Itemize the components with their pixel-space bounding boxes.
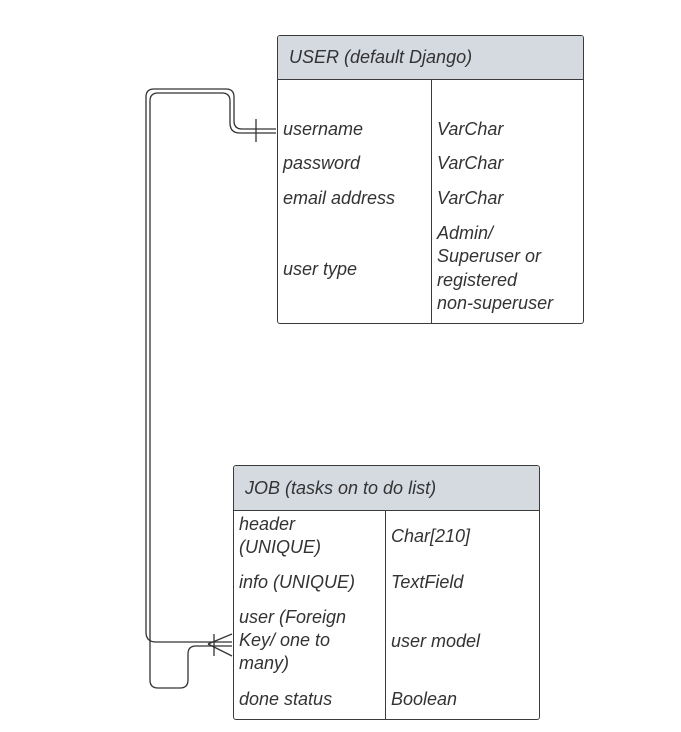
many-crowfoot-top xyxy=(207,633,233,645)
user-type-user-type-line4: non-superuser xyxy=(437,293,554,313)
job-field-header-line1: header xyxy=(239,514,296,534)
user-type-user-type-line3: registered xyxy=(437,270,518,290)
many-crowfoot-bottom xyxy=(207,643,233,657)
job-type-header: Char[210] xyxy=(391,526,471,546)
user-type-email-address: VarChar xyxy=(437,188,504,208)
job-field-info: info (UNIQUE) xyxy=(239,572,356,592)
job-field-header-line2: (UNIQUE) xyxy=(239,537,321,557)
job-entity-table: JOB (tasks on to do list) header (UNIQUE… xyxy=(233,465,540,720)
job-field-user-line1: user (Foreign xyxy=(239,607,347,627)
user-field-user-type: user type xyxy=(283,259,358,279)
user-field-username: username xyxy=(283,119,364,139)
user-entity-title: USER (default Django) xyxy=(289,47,473,67)
connector-outer-line xyxy=(145,88,276,643)
user-entity-table: USER (default Django) username VarChar p… xyxy=(277,35,584,324)
job-entity-title: JOB (tasks on to do list) xyxy=(245,477,437,498)
connector-inner-line xyxy=(149,92,276,689)
job-type-user: user model xyxy=(391,631,481,651)
user-column-divider xyxy=(431,80,432,323)
user-type-username: VarChar xyxy=(437,119,504,139)
job-field-done-status: done status xyxy=(239,689,333,709)
job-field-user-line2: Key/ one to xyxy=(239,630,331,650)
user-type-user-type-line2: Superuser or xyxy=(437,246,542,266)
user-entity-header: USER (default Django) xyxy=(278,36,583,80)
user-field-password: password xyxy=(283,153,361,173)
user-type-user-type-line1: Admin/ xyxy=(437,223,494,243)
job-field-user-line3: many) xyxy=(239,653,290,673)
user-type-password: VarChar xyxy=(437,153,504,173)
user-field-email-address: email address xyxy=(283,188,396,208)
job-type-done-status: Boolean xyxy=(391,689,458,709)
job-entity-header: JOB (tasks on to do list) xyxy=(234,466,539,511)
job-type-info: TextField xyxy=(391,572,464,592)
job-column-divider xyxy=(385,511,386,719)
